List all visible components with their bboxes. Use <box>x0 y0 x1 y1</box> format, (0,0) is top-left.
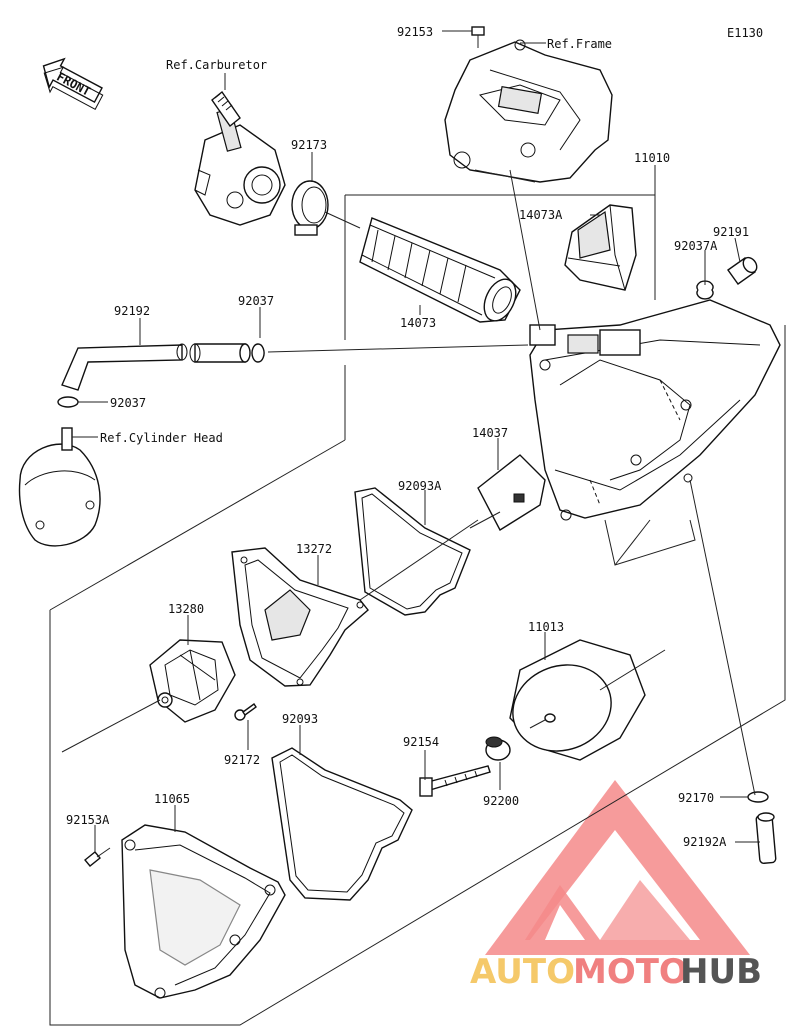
element-14037 <box>477 454 546 531</box>
gasket-92093A <box>354 487 471 616</box>
label-14073: 14073 <box>400 316 436 330</box>
holder-13280 <box>149 639 236 723</box>
label-13272: 13272 <box>296 542 332 556</box>
label-ref-carburetor: Ref.Carburetor <box>166 58 267 72</box>
hose-92192 <box>61 343 251 391</box>
label-11010: 11010 <box>634 151 670 165</box>
label-92191: 92191 <box>713 225 749 239</box>
label-92172: 92172 <box>224 753 260 767</box>
hose-92192A <box>755 812 777 864</box>
clip-92170 <box>747 791 769 803</box>
label-11065: 11065 <box>154 792 190 806</box>
label-92093A: 92093A <box>398 479 442 493</box>
part-labels: E1130 92153 Ref.Frame Ref.Carburetor 921… <box>66 25 763 849</box>
collar-92200 <box>485 736 511 761</box>
leader-lines <box>61 30 760 852</box>
label-92170: 92170 <box>678 791 714 805</box>
bolt-92153A <box>84 847 111 867</box>
gasket-92093 <box>271 747 413 901</box>
bolt-92154 <box>419 765 491 797</box>
label-92154: 92154 <box>403 735 439 749</box>
label-92173: 92173 <box>291 138 327 152</box>
label-92192A: 92192A <box>683 835 727 849</box>
label-92093: 92093 <box>282 712 318 726</box>
label-92037A: 92037A <box>674 239 718 253</box>
duct-14073A <box>564 204 637 291</box>
diagram-code: E1130 <box>727 26 763 40</box>
clamp-92173 <box>291 180 361 236</box>
label-ref-frame: Ref.Frame <box>547 37 612 51</box>
watermark-hub: HUB <box>680 952 762 992</box>
label-ref-cylinder-head: Ref.Cylinder Head <box>100 431 223 445</box>
cylinder-head-cover <box>18 427 101 547</box>
label-11013: 11013 <box>528 620 564 634</box>
cover-11065 <box>121 824 286 999</box>
watermark-text: AUTO MOTO HUB <box>470 952 762 992</box>
label-14073A: 14073A <box>519 208 563 222</box>
label-14037: 14037 <box>472 426 508 440</box>
air-cleaner-housing-11010 <box>529 299 781 566</box>
label-92037-bottom: 92037 <box>110 396 146 410</box>
frame-bracket <box>444 39 613 183</box>
clip-92037-top <box>251 343 265 363</box>
intake-duct-14073 <box>359 217 521 323</box>
label-92200: 92200 <box>483 794 519 808</box>
clip-92037-bottom <box>57 396 79 408</box>
watermark-logo <box>485 780 750 955</box>
label-92153A: 92153A <box>66 813 110 827</box>
bolt-92153 <box>471 26 485 48</box>
label-92192: 92192 <box>114 304 150 318</box>
label-92153: 92153 <box>397 25 433 39</box>
holder-13272 <box>231 547 369 687</box>
carburetor <box>194 90 286 226</box>
label-92037-top: 92037 <box>238 294 274 308</box>
front-arrow-icon: FRONT <box>42 57 104 110</box>
clip-92037A <box>696 280 714 300</box>
watermark-moto: MOTO <box>573 952 688 992</box>
filter-11013 <box>509 639 646 761</box>
plug-92191 <box>727 256 758 285</box>
watermark-auto: AUTO <box>470 952 575 992</box>
label-13280: 13280 <box>168 602 204 616</box>
bolt-92172 <box>234 703 257 721</box>
